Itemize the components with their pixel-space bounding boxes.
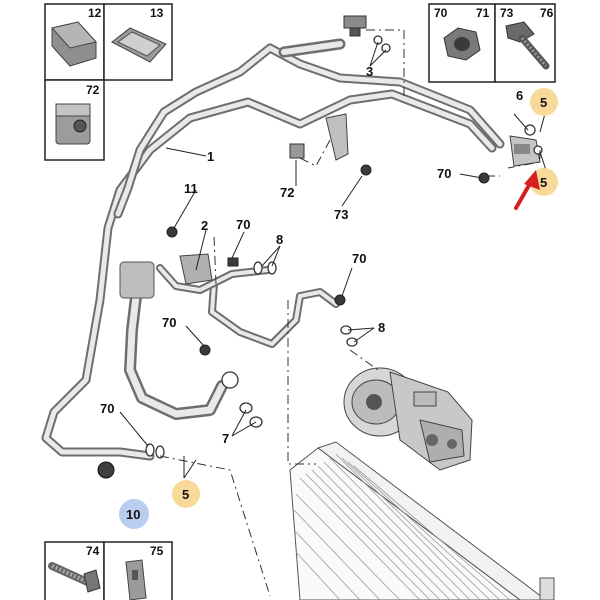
tile-label: 71 <box>476 6 490 20</box>
inset-tile-12: 12 <box>44 3 105 81</box>
callout-highlight-blue <box>119 499 149 529</box>
callout-70: 70 <box>162 315 176 330</box>
tile-label: 12 <box>88 6 102 20</box>
callout-70: 70 <box>236 217 250 232</box>
bracket-icon <box>125 559 147 600</box>
compressor <box>343 367 473 471</box>
tile-label: 70 <box>434 6 448 20</box>
callout-1: 1 <box>207 149 214 164</box>
inset-tile-73-76: 73 76 <box>494 3 556 83</box>
main-discharge-pipe <box>41 89 497 461</box>
callout-73: 73 <box>334 207 348 222</box>
callout-70: 70 <box>437 166 451 181</box>
liquid-line <box>156 264 340 348</box>
inset-tile-13: 13 <box>103 3 173 81</box>
callout-70: 70 <box>100 401 114 416</box>
condenser <box>289 441 555 600</box>
callout-7: 7 <box>222 431 229 446</box>
inset-tile-70-71: 70 71 <box>428 3 496 83</box>
callout-2: 2 <box>201 218 208 233</box>
inset-tile-75: 75 <box>103 541 173 600</box>
tile-label: 74 <box>86 544 100 558</box>
callout-8: 8 <box>378 320 385 335</box>
callout-5: 5 <box>540 175 547 190</box>
clip-nut-icon <box>55 103 91 145</box>
tile-label: 13 <box>150 6 164 20</box>
callout-8: 8 <box>276 232 283 247</box>
callout-highlight-orange <box>172 480 200 508</box>
tile-label: 76 <box>540 6 554 20</box>
callout-11: 11 <box>184 181 198 196</box>
red-arrow-icon <box>514 170 540 210</box>
rubber-pad-icon <box>51 21 97 67</box>
callout-3: 3 <box>366 64 373 79</box>
callout-72: 72 <box>280 185 294 200</box>
callout-6: 6 <box>516 88 523 103</box>
edge-clip-icon <box>111 27 167 63</box>
expansion-valve-block <box>509 135 541 167</box>
tile-label: 75 <box>150 544 164 558</box>
tile-label: 72 <box>86 83 100 97</box>
assembly-lines <box>159 29 541 597</box>
dryer-hose <box>119 261 239 420</box>
callout-5: 5 <box>182 487 189 502</box>
tile-label: 73 <box>500 6 514 20</box>
pressure-switch <box>343 15 367 37</box>
hardware-parts <box>97 35 543 479</box>
stud-bolt-icon <box>48 562 101 593</box>
pipe-clamp <box>179 113 349 285</box>
callout-5: 5 <box>540 95 547 110</box>
nut-icon <box>443 27 481 61</box>
callout-10: 10 <box>126 507 140 522</box>
upper-suction-pipe <box>113 38 505 219</box>
leader-lines <box>119 41 547 479</box>
inset-tile-72: 72 <box>44 79 105 161</box>
inset-tile-74: 74 <box>44 541 105 600</box>
callout-highlight-orange <box>530 88 558 116</box>
callout-70: 70 <box>352 251 366 266</box>
callout-labels: 1 2 3 5 5 5 6 7 8 8 10 11 70 70 70 70 70… <box>100 64 547 522</box>
flange-bolt-icon <box>505 21 550 70</box>
